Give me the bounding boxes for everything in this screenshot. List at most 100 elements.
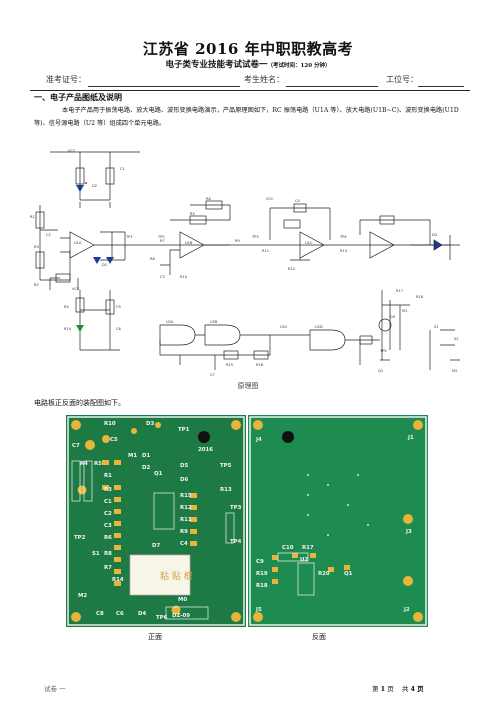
pcb-back-label: Q1 [344,571,353,577]
schematic-label: VCC [72,287,80,291]
schematic-label: S1 [434,325,439,329]
schematic-label: TP3 [251,235,259,239]
schematic-label: D1 [102,263,107,267]
exam-subtitle: 电子类专业技能考试试卷一（考试时间：120 分钟） [0,58,496,70]
schematic-label: R13 [340,249,347,253]
schematic-label: R3 [34,245,39,249]
pcb-front-label: R1 [104,473,112,479]
schematic-label: U2C [280,325,288,329]
schematic-label: C5 [116,305,121,309]
pcb-back-label: C9 [256,559,264,565]
schematic-label: D2 [92,184,97,188]
pcb-front-label: D3 [146,421,154,427]
pcb-front-label: M2 [78,593,87,599]
pcb-front-label: DZ-09 [172,613,190,619]
pcb-front-label: R14 [112,577,124,583]
assembly-text: 电路板正反面的装配图如下。 [34,399,125,407]
pcb-front-label: C6 [116,611,124,617]
schematic-label: R17 [396,289,403,293]
schematic-label: C6 [116,327,122,331]
pcb-back-label: R17 [302,545,314,551]
footer-page-info: 第 1 页 共 4 页 [372,683,424,693]
pcb-front-label: C3 [104,523,112,529]
pcb-front-label: R3 [104,487,112,493]
pcb-front-label: D2 [142,465,150,471]
pcb-back-label: J3 [405,529,412,535]
subtitle-text: 电子类专业技能考试试卷一 [165,60,268,70]
schematic-label: TP4 [339,235,347,239]
schematic-label: U2D [315,325,323,329]
pcb-front-label: M0 [178,597,187,603]
station-field[interactable] [418,86,464,87]
pcb-front-label: S1 [92,551,100,557]
page-number: 1 [380,685,386,693]
schematic-label: R1 [30,215,35,219]
page-label: 第 [372,685,379,693]
footer-paper-id: 试卷 一 [44,685,66,693]
pcb-back-label: U2 [300,557,308,563]
schematic-label: R9 [235,239,240,243]
pcb-back-label: J2 [403,607,410,613]
schematic-label: TP1 [125,235,133,239]
schematic-label: C2 [46,233,51,237]
pcb-front-label: C4 [180,541,188,547]
schematic-label: TP5 [379,349,387,353]
schematic-label: R16 [256,363,264,367]
station-label: 工位号： [386,75,418,84]
schematic-label: R4 [64,305,69,309]
name-field[interactable] [286,86,378,87]
pcb-front-label: D7 [152,543,160,549]
schematic-label: R14 [64,327,72,331]
pcb-front-label: C5 [110,437,118,443]
pcb-front-label: M1 [128,453,137,459]
page-unit: 页 [387,685,394,693]
exam-time-note: （考试时间：120 分钟） [267,63,331,69]
schematic-label: VCC [68,149,76,153]
front-caption: 正面 [148,633,162,641]
pcb-front-label: TP2 [74,535,86,541]
schematic-label: M1 [402,309,407,313]
pcb-front-label: D5 [180,463,188,469]
section-paragraph: 本电子产品用于振荡电路、放大电路、波形变换电路演示，产品原理图如下，RC 振荡电… [34,107,459,127]
schematic-label: TP2 [157,235,165,239]
schematic-label: U1C [305,241,313,245]
schematic-label: R6 [206,197,211,201]
pcb-front-label: D6 [180,477,188,483]
pcb-front-label: Q1 [154,471,163,477]
name-label: 考生姓名： [244,75,284,84]
schematic-label: Q1 [378,369,383,373]
pcb-front-label: C7 [72,443,80,449]
pcb-back-label: J5 [255,607,262,613]
pcb-front-label: TP5 [220,463,232,469]
pcb-front-label: R11 [180,517,192,523]
page-title: 江苏省 2016 年中职职教高考 [142,40,354,58]
pcb-back-label: R19 [256,571,268,577]
schematic-label: R2 [34,283,39,287]
pcb-back-label: J4 [255,437,262,443]
total-pages: 4 [410,685,416,693]
total-label: 共 [401,685,409,693]
pcb-front-label: R13 [220,487,232,493]
pcb-front-label: R10 [104,421,116,427]
pcb-back-label: J1 [407,435,414,441]
schematic-label: U1B [185,241,193,245]
total-unit: 页 [417,685,424,693]
schematic-label: C4 [295,199,301,203]
pcb-front-label: TP4 [230,539,242,545]
schematic-label: U2B [210,320,218,324]
pcb-front-label: C2 [104,511,112,517]
header-rule [30,90,470,91]
schematic-diagram: VCC R3 R2 C2 C1 VCC D2 D1 U1A R1 R5 R6 R… [30,149,460,377]
schematic-label: R12 [288,267,295,271]
candidate-info-line: 准考证号： 考生姓名： 工位号： [30,72,470,88]
pcb-back-label: C10 [282,545,294,551]
schematic-label: D4 [390,315,396,319]
pcb-front-label: R8 [104,551,112,557]
exam-no-field[interactable] [88,86,240,87]
pcb-front-label: D1 [142,453,150,459]
pcb-front-label: R6 [104,535,112,541]
schematic-label: C7 [210,373,215,377]
pcb-front-label: R7 [104,565,112,571]
pcb-front-label: R15 [180,493,192,499]
schematic-label: R18 [416,295,424,299]
